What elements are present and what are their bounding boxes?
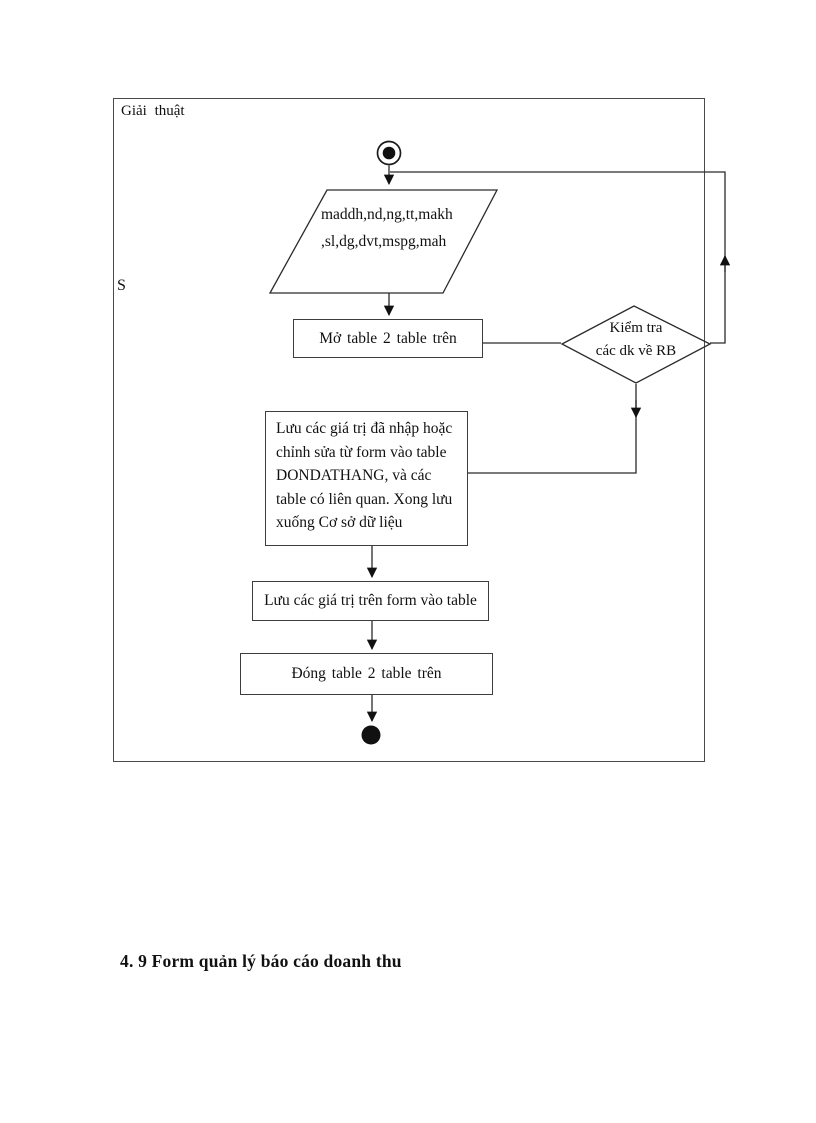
decision-diamond-text: Kiểm tra các dk về RB [595, 320, 677, 359]
save-form-box: Lưu các giá trị trên form vào table [252, 581, 489, 621]
branch-label-s: S [117, 277, 126, 294]
flowchart-frame [113, 98, 705, 762]
close-tables-box: Đóng table 2 table trên [240, 653, 493, 695]
input-parallelogram-text: maddh,nd,ng,tt,makh ,sl,dg,dvt,mspg,mah [321, 206, 453, 250]
section-heading: 4. 9 Form quản lý báo cáo doanh thu [120, 951, 402, 971]
frame-title: Giải thuật [121, 103, 185, 119]
open-tables-box: Mở table 2 table trên [293, 319, 483, 358]
save-values-box: Lưu các giá trị đã nhập hoặc chỉnh sửa t… [265, 411, 468, 546]
